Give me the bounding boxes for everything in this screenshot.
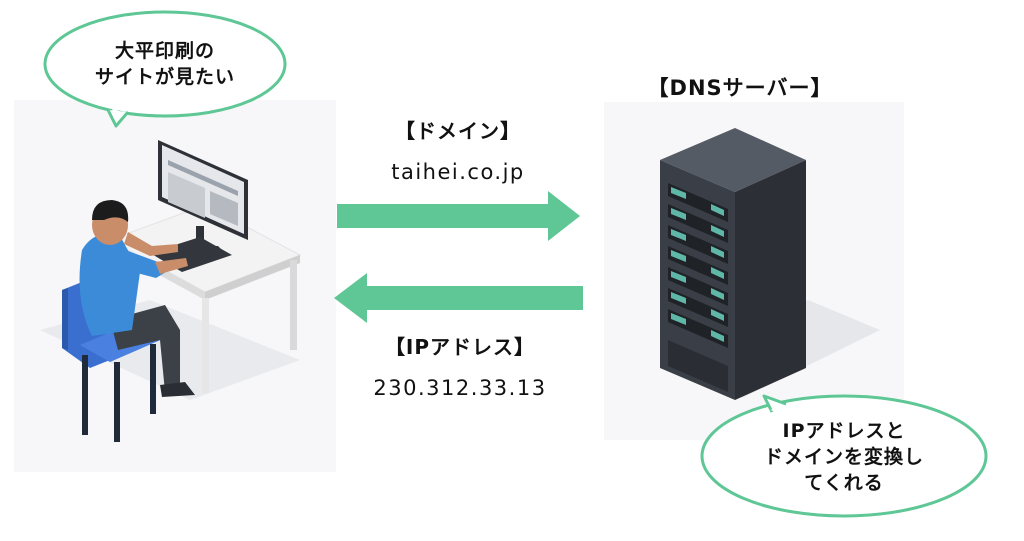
person-at-computer-illustration	[40, 140, 302, 442]
client-bubble-text: 大平印刷の サイトが見たい	[94, 40, 235, 88]
domain-label: 【ドメイン】	[395, 119, 521, 143]
server-rack-illustration	[660, 128, 880, 400]
server-speech-bubble	[700, 394, 988, 518]
ip-address-label: 【IPアドレス】	[384, 335, 536, 359]
server-bubble-text: IPアドレスと ドメインを変換し てくれる	[763, 420, 924, 494]
client-speech-bubble	[43, 10, 287, 128]
domain-value: taihei.co.jp	[391, 160, 525, 184]
response-arrow	[334, 273, 583, 323]
ip-address-value: 230.312.33.13	[373, 376, 547, 400]
dns-server-title: 【DNSサーバー】	[647, 76, 833, 100]
request-arrow	[337, 191, 580, 241]
